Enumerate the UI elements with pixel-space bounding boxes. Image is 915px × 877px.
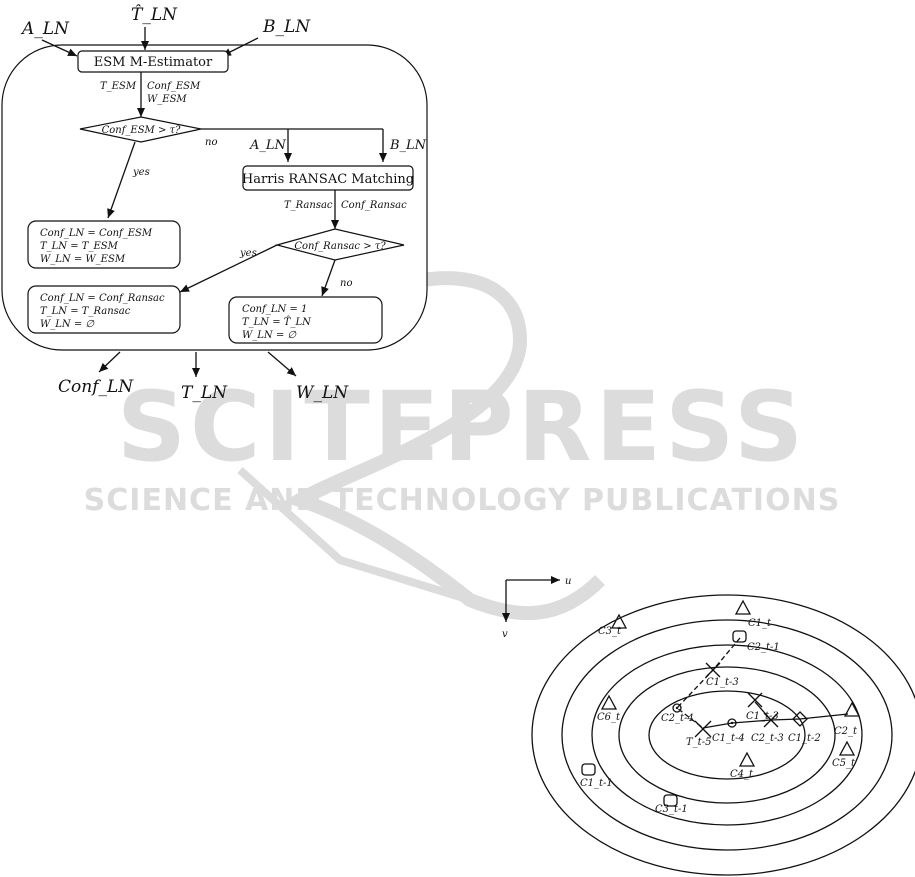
label-c5t: C5_t <box>832 758 856 769</box>
esm-output-w: W_ESM <box>147 94 187 105</box>
diamond-marker <box>792 711 808 727</box>
result-ransac-line-3: W_LN = ∅ <box>40 319 95 330</box>
result-esm-box <box>27 220 181 269</box>
cross-marker <box>694 720 712 738</box>
label-c1t: C1_t <box>748 618 772 629</box>
rounded-square-marker <box>581 763 596 776</box>
output-t: T_LN <box>181 383 228 403</box>
label-c2t3: C2_t-3 <box>751 733 784 744</box>
triangle-marker <box>843 701 861 717</box>
arrow-decision2-yes <box>179 244 278 293</box>
arrow-output-conf <box>98 351 121 373</box>
decision2-no-label: no <box>340 278 352 289</box>
ellipse-ring-4 <box>618 666 836 804</box>
result-fallback-box <box>228 296 383 344</box>
decision2-label: Conf_Ransac > τ? <box>294 241 386 252</box>
result-esm-line-3: W_LN = W_ESM <box>40 254 126 265</box>
cross-marker <box>763 712 779 728</box>
arrow-output-w <box>267 351 297 377</box>
axis-v-label: v <box>502 629 508 640</box>
decision1-no-label: no <box>205 137 217 148</box>
result-fallback-line-3: W_LN = ∅ <box>242 330 297 341</box>
decision1-label: Conf_ESM > τ? <box>102 125 181 136</box>
output-w: W_LN <box>296 383 349 403</box>
result-fallback-line-1: Conf_LN = 1 <box>242 304 307 315</box>
triangle-marker <box>610 613 628 629</box>
watermark-subtitle: SCIENCE AND TECHNOLOGY PUBLICATIONS <box>84 483 841 518</box>
outer-container <box>1 44 428 351</box>
ellipse-ring-1 <box>531 594 915 876</box>
label-c2t: C2_t <box>834 726 858 737</box>
result-esm-line-2: T_LN = T_ESM <box>40 241 119 252</box>
decision1-yes-label: yes <box>132 167 150 178</box>
esm-box <box>77 50 229 73</box>
input-b: B_LN <box>262 17 311 37</box>
esm-box-label: ESM M-Estimator <box>94 55 213 70</box>
arrow-decision2-no <box>321 259 336 297</box>
decision2-diamond <box>274 228 405 261</box>
label-c1t3a: C1_t-3 <box>706 677 739 688</box>
result-ransac-line-2: T_LN = T_Ransac <box>40 306 131 317</box>
input-a: A_LN <box>20 19 70 39</box>
label-c3t: C3_t <box>598 626 622 637</box>
label-c6t: C6_t <box>597 712 621 723</box>
rounded-square-marker <box>732 630 747 643</box>
harris-output-t: T_Ransac <box>284 200 333 211</box>
rounded-square-marker <box>663 794 678 807</box>
flowchart: A_LN T̂_LN B_LN ESM M-Estimator T_ESM Co… <box>1 5 428 403</box>
label-c1t3b: C1_t-3 <box>746 711 779 722</box>
watermark-swoosh-2 <box>237 467 472 604</box>
result-fallback-line-2: T_LN = T̂_LN <box>242 316 312 328</box>
decision2-yes-label: yes <box>239 248 257 259</box>
dot-marker <box>672 703 682 713</box>
ellipse-diagram: u v <box>502 576 915 876</box>
watermark-title: SCITEPRESS <box>117 371 807 483</box>
triangle-marker <box>600 694 618 710</box>
label-c2t4: C2_t-4 <box>661 713 694 724</box>
harris-box-label: Harris RANSAC Matching <box>242 172 414 187</box>
watermark-swoosh <box>283 271 605 621</box>
esm-output-t: T_ESM <box>100 81 137 92</box>
branch-input-b: B_LN <box>389 138 427 153</box>
arrow-input-a <box>41 39 78 57</box>
harris-box <box>242 165 414 191</box>
label-c1t1: C1_t-1 <box>580 778 613 789</box>
watermark: SCITEPRESS SCIENCE AND TECHNOLOGY PUBLIC… <box>84 271 841 621</box>
label-c4t: C4_t <box>730 769 754 780</box>
dot-marker <box>727 718 737 728</box>
label-c1t2: C1_t-2 <box>788 733 821 744</box>
triangle-marker <box>838 740 856 756</box>
branch-input-a: A_LN <box>249 138 287 153</box>
label-c3t1: C3_t-1 <box>655 804 688 815</box>
label-c2t1: C2_t-1 <box>747 642 780 653</box>
ellipse-ring-5 <box>648 690 806 780</box>
triangle-marker <box>734 599 752 615</box>
arrow-decision1-yes <box>107 141 136 219</box>
label-tt5: T_t-5 <box>686 737 711 748</box>
result-esm-line-1: Conf_LN = Conf_ESM <box>40 228 153 239</box>
ellipse-ring-2 <box>561 619 893 851</box>
cross-marker <box>705 662 721 678</box>
esm-output-conf: Conf_ESM <box>147 81 201 92</box>
output-conf: Conf_LN <box>58 377 134 397</box>
result-ransac-line-1: Conf_LN = Conf_Ransac <box>40 293 165 304</box>
triangle-marker <box>738 751 756 767</box>
label-c1t4: C1_t-4 <box>712 733 745 744</box>
ellipse-ring-3 <box>591 644 863 826</box>
input-t-hat: T̂_LN <box>131 5 178 25</box>
axis-u-label: u <box>565 576 571 587</box>
trajectory-dashed <box>676 637 741 729</box>
result-ransac-box <box>27 285 181 334</box>
harris-output-conf: Conf_Ransac <box>341 200 407 211</box>
cross-marker <box>747 692 763 708</box>
